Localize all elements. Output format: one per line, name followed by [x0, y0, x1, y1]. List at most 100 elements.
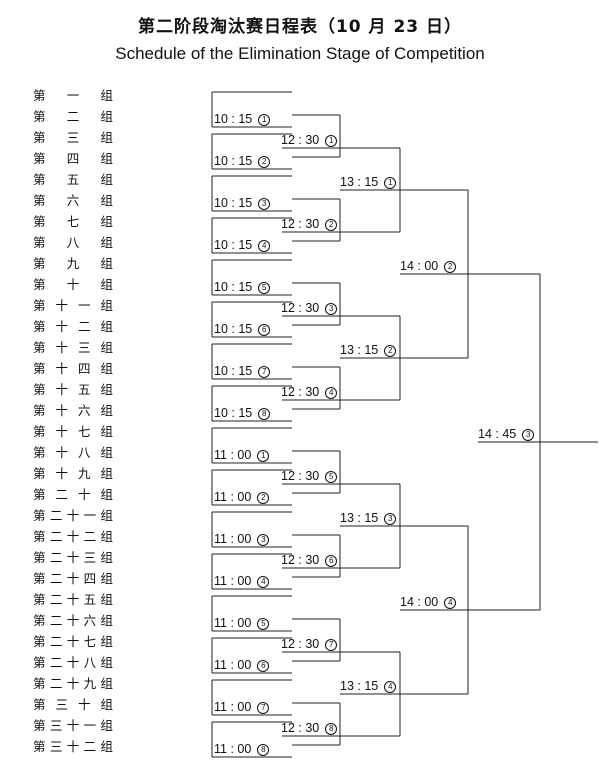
match-time: 12 : 30	[281, 301, 320, 315]
round2-match: 12 : 30 7	[281, 636, 338, 652]
match-time: 10 : 15	[214, 112, 253, 126]
group-label: 第二十组	[33, 487, 113, 502]
round1-match: 11 : 00 2	[214, 489, 270, 505]
page-title-cn: 第二阶段淘汰赛日程表（10 月 23 日）	[137, 17, 463, 37]
group-label: 第三十一组	[33, 718, 113, 733]
group-label: 第二十九组	[33, 676, 113, 691]
group-label: 第二十八组	[33, 655, 113, 670]
match-number: 1	[325, 135, 338, 147]
match-time: 11 : 00	[214, 700, 252, 714]
match-time: 11 : 00	[214, 490, 252, 504]
match-time: 13 : 15	[340, 511, 379, 525]
match-number: 1	[258, 114, 271, 126]
match-number: 2	[384, 345, 397, 357]
match-time: 10 : 15	[214, 280, 253, 294]
match-time: 12 : 30	[281, 637, 320, 651]
round4-match: 14 : 00 2	[400, 258, 457, 274]
match-number: 7	[257, 702, 270, 714]
round1-match: 11 : 00 8	[214, 741, 270, 757]
match-time: 11 : 00	[214, 448, 252, 462]
round4-match: 14 : 00 4	[400, 594, 457, 610]
match-number: 3	[257, 534, 270, 546]
round3-match: 13 : 15 2	[340, 342, 397, 358]
match-time: 12 : 30	[281, 385, 320, 399]
match-time: 14 : 00	[400, 259, 439, 273]
round1-match: 11 : 00 7	[214, 699, 270, 715]
match-time: 12 : 30	[281, 217, 320, 231]
group-label: 第一组	[33, 88, 113, 103]
match-number: 4	[258, 240, 271, 252]
match-number: 8	[257, 744, 270, 756]
match-number: 7	[325, 639, 338, 651]
match-number: 1	[384, 177, 397, 189]
page-title-en: Schedule of the Elimination Stage of Com…	[115, 44, 485, 63]
match-time: 11 : 00	[214, 742, 252, 756]
match-number: 6	[325, 555, 338, 567]
match-time: 12 : 30	[281, 133, 320, 147]
match-number: 2	[257, 492, 270, 504]
match-time: 14 : 45	[478, 427, 517, 441]
match-time: 11 : 00	[214, 616, 252, 630]
group-label: 第二组	[33, 109, 113, 124]
group-label: 第二十七组	[33, 634, 113, 649]
match-time: 12 : 30	[281, 721, 320, 735]
match-time: 11 : 00	[214, 574, 252, 588]
group-label: 第十三组	[33, 340, 113, 355]
match-time: 10 : 15	[214, 364, 253, 378]
round2-match: 12 : 30 4	[281, 384, 338, 400]
round1-match: 10 : 15 4	[214, 237, 271, 253]
group-label: 第二十一组	[33, 508, 113, 523]
match-number: 8	[325, 723, 338, 735]
round1-match: 11 : 00 1	[214, 447, 270, 463]
match-number: 6	[257, 660, 270, 672]
match-number: 2	[444, 261, 457, 273]
round1-match: 10 : 15 7	[214, 363, 271, 379]
match-number: 5	[257, 618, 270, 630]
round2-match: 12 : 30 2	[281, 216, 338, 232]
match-time: 10 : 15	[214, 196, 253, 210]
match-number: 7	[258, 366, 271, 378]
match-number: 8	[258, 408, 271, 420]
match-number: 4	[325, 387, 338, 399]
match-time: 12 : 30	[281, 469, 320, 483]
match-number: 3	[522, 429, 535, 441]
group-label: 第十九组	[33, 466, 113, 481]
group-label: 第十四组	[33, 361, 113, 376]
match-number: 2	[325, 219, 338, 231]
group-label: 第六组	[33, 193, 113, 208]
match-number: 4	[444, 597, 457, 609]
group-label: 第五组	[33, 172, 113, 187]
match-number: 2	[258, 156, 271, 168]
round1-match: 11 : 00 5	[214, 615, 270, 631]
match-time: 12 : 30	[281, 553, 320, 567]
group-label: 第十八组	[33, 445, 113, 460]
group-label: 第四组	[33, 151, 113, 166]
round2-match: 12 : 30 6	[281, 552, 338, 568]
match-time: 10 : 15	[214, 154, 253, 168]
group-label: 第三十二组	[33, 739, 113, 754]
group-label: 第七组	[33, 214, 113, 229]
group-label: 第二十六组	[33, 613, 113, 628]
group-label: 第二十二组	[33, 529, 113, 544]
match-time: 14 : 00	[400, 595, 439, 609]
group-label: 第十二组	[33, 319, 113, 334]
match-time: 13 : 15	[340, 343, 379, 357]
group-label: 第十七组	[33, 424, 113, 439]
match-number: 6	[258, 324, 271, 336]
group-label: 第十六组	[33, 403, 113, 418]
match-time: 10 : 15	[214, 238, 253, 252]
match-number: 5	[258, 282, 271, 294]
group-label: 第十五组	[33, 382, 113, 397]
match-number: 1	[257, 450, 270, 462]
final-match: 14 : 45 3	[478, 426, 535, 442]
